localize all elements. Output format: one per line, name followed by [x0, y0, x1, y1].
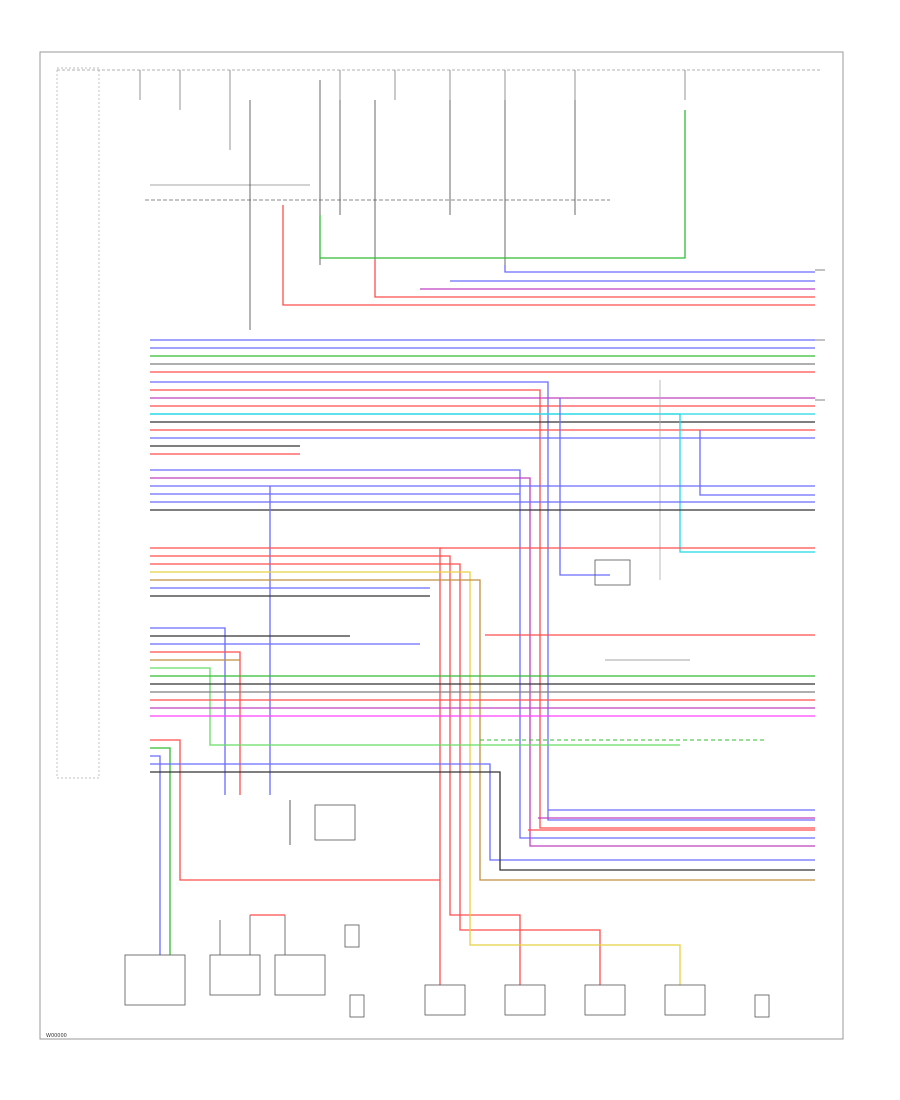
red-wire-top: [282, 205, 815, 306]
red-wire-top-2: [374, 260, 815, 298]
fuse-row: [139, 70, 686, 150]
ecu-wires-group-1: [150, 339, 815, 829]
footer-code: W00000: [46, 1033, 67, 1039]
top-vertical-feeds: [249, 80, 576, 330]
ecu-wires-group-3: [150, 547, 815, 985]
seat-module: [314, 804, 356, 841]
ecu-wires-group-5: [150, 739, 815, 955]
blue-wire-right-2: [699, 430, 815, 496]
blue-wire-right: [559, 398, 610, 576]
bottom-switches: [124, 914, 770, 1018]
ecu-wires-group-2: [150, 469, 815, 847]
ecu-wires-group-4: [150, 627, 815, 795]
diagram-frame: [39, 51, 844, 1040]
ecu-outline: [56, 67, 100, 779]
right-bottom-bundle: [528, 809, 815, 831]
right-relay: [594, 559, 631, 586]
violet-wire-top: [504, 265, 815, 273]
cyan-wire-right: [150, 413, 815, 553]
green-wire-top: [319, 110, 686, 259]
right-connector-ticks: [815, 269, 825, 401]
